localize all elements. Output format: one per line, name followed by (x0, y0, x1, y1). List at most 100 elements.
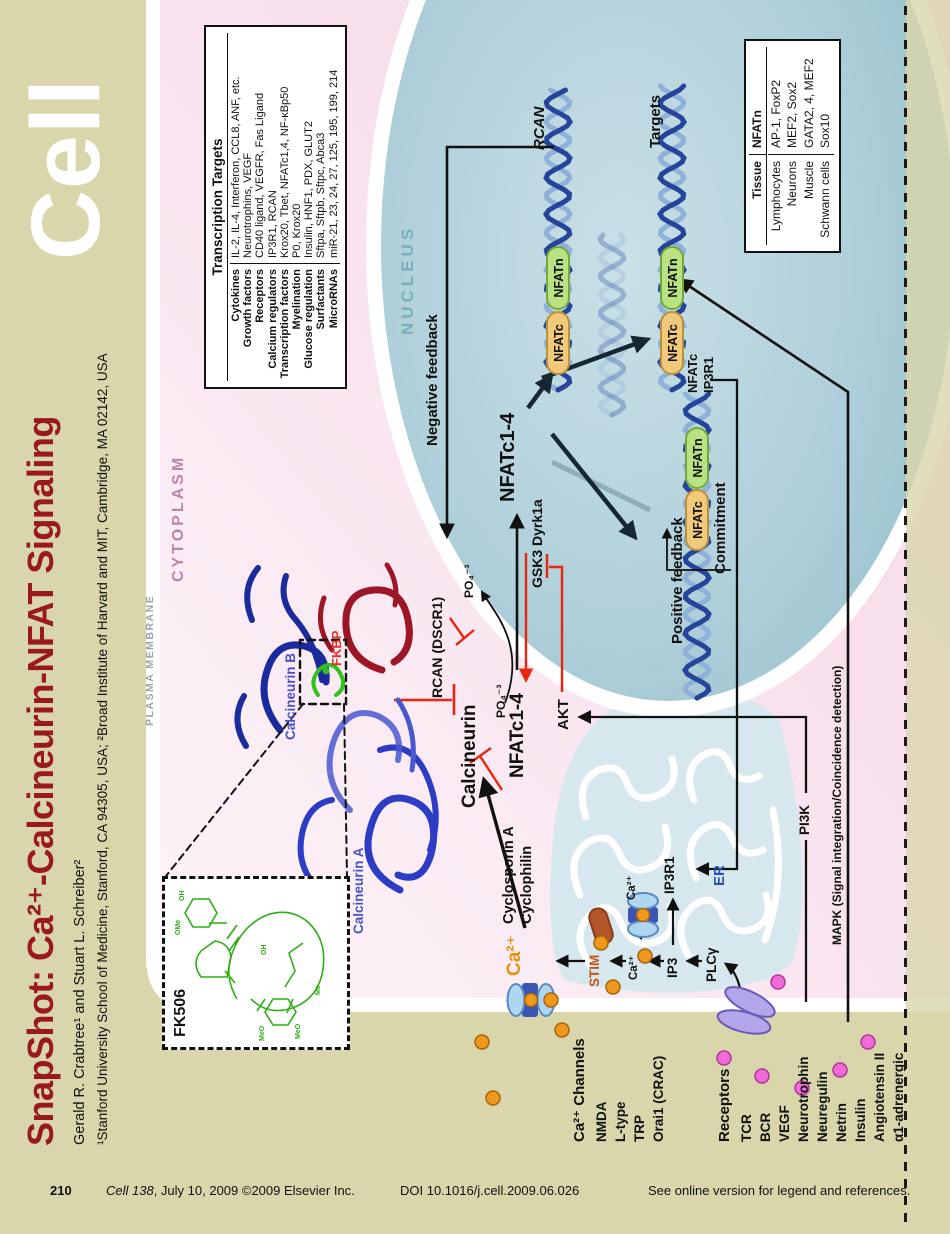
calcineurin-a-label: Calcineurin A (351, 847, 366, 934)
row-category: Transcription factors (278, 263, 292, 381)
journal-issue: Cell 138 (106, 1183, 154, 1198)
er-graphic (550, 693, 803, 993)
transcription-table-title: Transcription Targets (210, 33, 228, 381)
nfatn-pill-label: NFATn (552, 258, 566, 297)
fkbp-label: FKBP (329, 630, 344, 666)
table-row: Schwann cells Sox10 (817, 47, 834, 245)
rcan-gene-label: RCAN (531, 106, 548, 150)
receptors-header: Receptors (716, 1068, 733, 1142)
row-nfatn: MEF2, Sox2 (785, 81, 799, 148)
page-number: 210 (50, 1183, 72, 1198)
nfatn-pill-label: NFATn (691, 438, 705, 477)
list-item: VEGF (777, 1105, 792, 1142)
table-row: Lymphocytes AP-1, FoxP2 (767, 47, 784, 245)
landscape-canvas: NFATc NFATn NFATc NFATn NFATc NFATn NUCL… (11, 0, 950, 1146)
fk506-structure-box: FK506 MeO MeO Me OH OMe OH (162, 876, 350, 1050)
akt-label: AKT (555, 699, 572, 730)
citation: Cell 138, July 10, 2009 ©2009 Elsevier I… (106, 1183, 355, 1198)
calcineurin-b-label: Calcineurin B (283, 652, 298, 740)
fk506-atom-label: Me (315, 985, 322, 995)
col-nfatn-header: NFATn (750, 110, 764, 148)
authors-line: Gerald R. Crabtree¹ and Stuart L. Schrei… (72, 859, 88, 1145)
ca-small-label-2: Ca²⁺ (628, 955, 640, 980)
row-category: Glucose regulation (303, 263, 316, 381)
pathway-diagram: NFATc NFATn NFATc NFATn NFATc NFATn (146, 0, 950, 1106)
row-targets: Insulin, HNF1, PDX, GLUT2 (303, 121, 316, 258)
list-item: Angiotensin II (872, 1052, 887, 1142)
row-category: Surfactants (315, 263, 328, 381)
citation-rest: , July 10, 2009 ©2009 Elsevier Inc. (153, 1183, 355, 1198)
row-targets: Neurotrophins, VEGF (242, 152, 255, 258)
affiliations-line: ¹Stanford University School of Medicine,… (95, 353, 110, 1145)
row-tissue: Lymphocytes (767, 154, 784, 245)
ca-to-calcineurin-arrow (478, 776, 527, 929)
arrow-to-rcan-gene (526, 373, 554, 410)
row-category: MicroRNAs (327, 263, 340, 381)
nfatn-pill-label: NFATn (666, 258, 680, 297)
negative-feedback-arrow (439, 145, 554, 540)
row-targets: Sftpa, Sftpb, Sftpc, Abca3 (315, 132, 328, 258)
targets-gene-label: Targets (647, 94, 664, 148)
mapk-arrow (677, 278, 850, 1022)
ligand-zoom-box (298, 638, 348, 706)
row-nfatn: AP-1, FoxP2 (768, 79, 783, 148)
arrow-to-commitment-gene (550, 432, 638, 541)
row-tissue: Muscle (800, 154, 817, 245)
plc-gamma-label: PLCγ (704, 947, 719, 982)
plasma-membrane-label: PLASMA MEMBRANE (144, 594, 156, 726)
col-tissue-header: Tissue (749, 154, 766, 245)
receptor-graphic (716, 986, 776, 1035)
inhibition-lines (394, 553, 564, 791)
fk506-atom-label: MeO (259, 1025, 266, 1041)
row-tissue: Schwann cells (817, 154, 834, 245)
nfatc-pill-label: NFATc (691, 501, 705, 539)
ghost-arrow (550, 459, 652, 513)
list-item: L-type (613, 1101, 628, 1143)
positive-feedback-label: Positive feedback (669, 517, 686, 644)
er-label: ER (711, 865, 728, 886)
row-nfatn: GATA2, 4, MEF2 (801, 58, 816, 148)
nucleus-label: NUCLEUS (398, 224, 417, 335)
zoom-connector-top (165, 703, 304, 877)
cyclophilin-label: Cyclophilin (519, 845, 535, 924)
phosphate-arrow (480, 590, 514, 704)
table-row: Glucose regulation Insulin, HNF1, PDX, GL… (303, 33, 316, 381)
zoom-connector-bottom (343, 703, 348, 877)
ip3-label: IP3 (665, 957, 680, 978)
ca-channel-graphic (506, 983, 556, 1017)
row-category: Calcium regulators (266, 263, 279, 381)
po4-upper-label: PO₄⁻³ (462, 564, 476, 598)
list-item: BCR (758, 1112, 773, 1142)
nfat-pills: NFATc NFATn NFATc NFATn NFATc NFATn (546, 246, 709, 551)
gsk3-dyrk1a-label: GSK3 Dyrk1a (529, 499, 545, 588)
fk506-atom-label: OH (261, 944, 268, 956)
fk506-atom-label: OMe (175, 919, 182, 935)
row-nfatn: Sox10 (818, 113, 832, 148)
row-targets: P0, Krox20 (291, 203, 304, 258)
cyclosporin-inhibits-calcineurin (478, 755, 504, 791)
ca-channels-header: Ca²⁺ Channels (571, 1038, 588, 1142)
row-category: Cytokines (230, 263, 243, 381)
fk506-atom-label: MeO (295, 1023, 302, 1039)
nfatc14-nuclear-label: NFATc1-4 (497, 412, 519, 502)
ip3r1-channel-graphic (627, 892, 659, 938)
nfatc-pill-label: NFATc (666, 324, 680, 362)
table-header: Tissue NFATn (749, 47, 767, 245)
calcineurin-label: Calcineurin (459, 704, 480, 808)
mapk-label: MAPK (Signal integration/Coincidence det… (830, 665, 844, 945)
row-targets: IP3R1, RCAN (266, 190, 279, 258)
ca-channels-list: Ca²⁺ Channels NMDA L-type TRP Orai1 (CRA… (570, 1038, 668, 1142)
cell-journal-logo: Cell (11, 78, 120, 260)
po4-lower-label: PO₄⁻³ (494, 684, 508, 718)
pi3k-label: PI3K (797, 804, 812, 835)
rcan-inhibits-calcineurin (449, 617, 465, 639)
fk506-structure (184, 898, 325, 1026)
row-tissue: Neurons (784, 154, 801, 245)
